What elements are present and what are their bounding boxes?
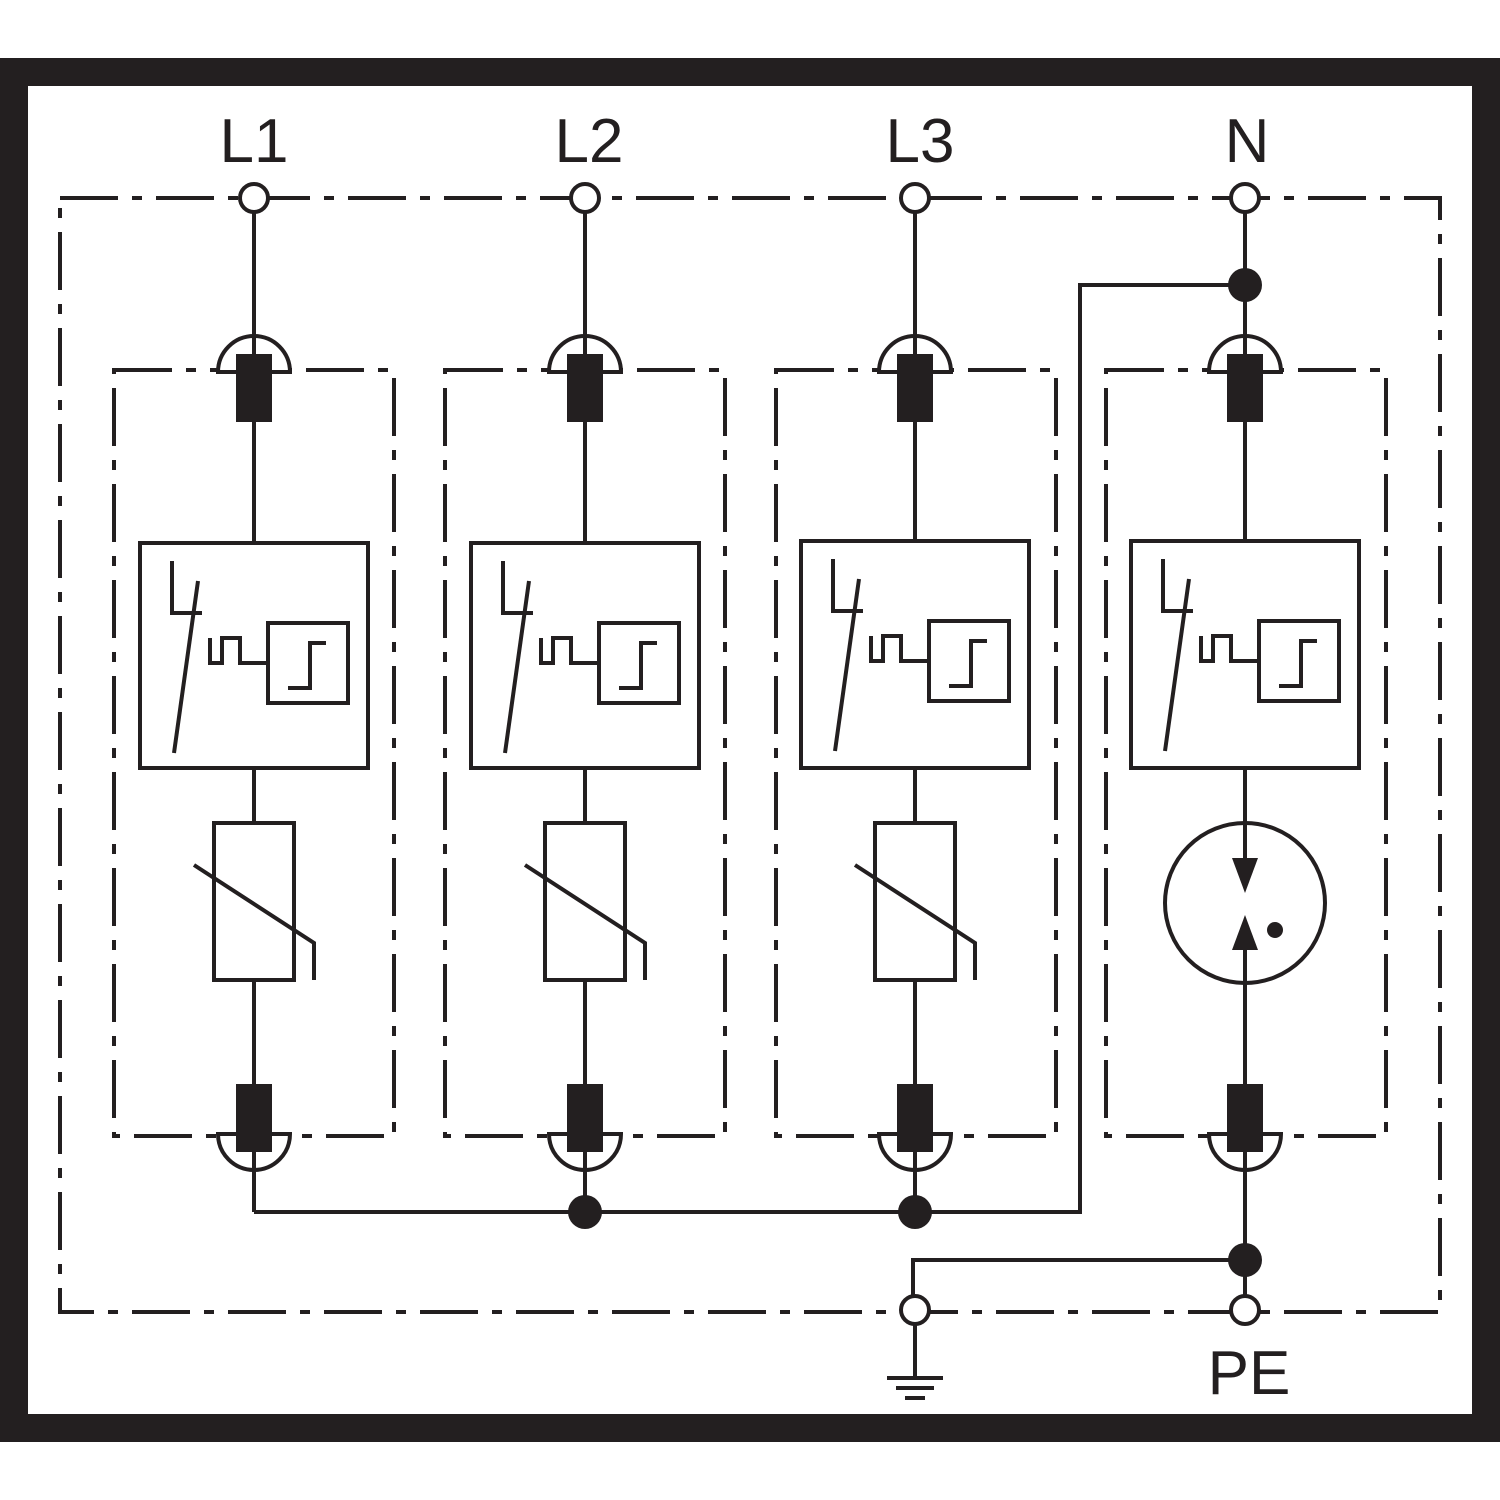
junction-bus-l3: [898, 1195, 932, 1229]
terminal-l3: [899, 182, 931, 214]
label-pe: PE: [1208, 1339, 1291, 1408]
terminal-l1: [238, 182, 270, 214]
fuse-icon: [236, 1084, 272, 1152]
terminal-earth: [899, 1294, 931, 1326]
earth-ground-icon: [887, 1376, 943, 1400]
junction-n-top: [1228, 268, 1262, 302]
varistor-icon: [192, 821, 316, 982]
junction-pe: [1228, 1243, 1262, 1277]
junction-bus-l2: [568, 1195, 602, 1229]
terminal-pe: [1229, 1294, 1261, 1326]
fuse-icon: [1227, 354, 1263, 422]
enclosure-boundary: [58, 196, 1442, 1314]
varistor-icon: [523, 821, 647, 982]
terminal-l2: [569, 182, 601, 214]
label-n: N: [1225, 107, 1270, 176]
disconnector-box-n: [1129, 539, 1361, 770]
label-l3: L3: [886, 107, 955, 176]
spark-gap-icon: [1163, 821, 1327, 985]
fuse-icon: [567, 354, 603, 422]
fuse-icon: [567, 1084, 603, 1152]
common-bus: [254, 283, 1245, 1214]
fuse-icon: [236, 354, 272, 422]
fuse-icon: [897, 354, 933, 422]
label-l1: L1: [220, 107, 289, 176]
terminal-n: [1229, 182, 1261, 214]
disconnector-box-l2: [469, 541, 701, 770]
disconnector-box-l3: [799, 539, 1031, 770]
varistor-icon: [853, 821, 977, 982]
disconnector-box-l1: [138, 541, 370, 770]
earth-link: [911, 1258, 1245, 1296]
label-l2: L2: [555, 107, 624, 176]
fuse-icon: [897, 1084, 933, 1152]
fuse-icon: [1227, 1084, 1263, 1152]
